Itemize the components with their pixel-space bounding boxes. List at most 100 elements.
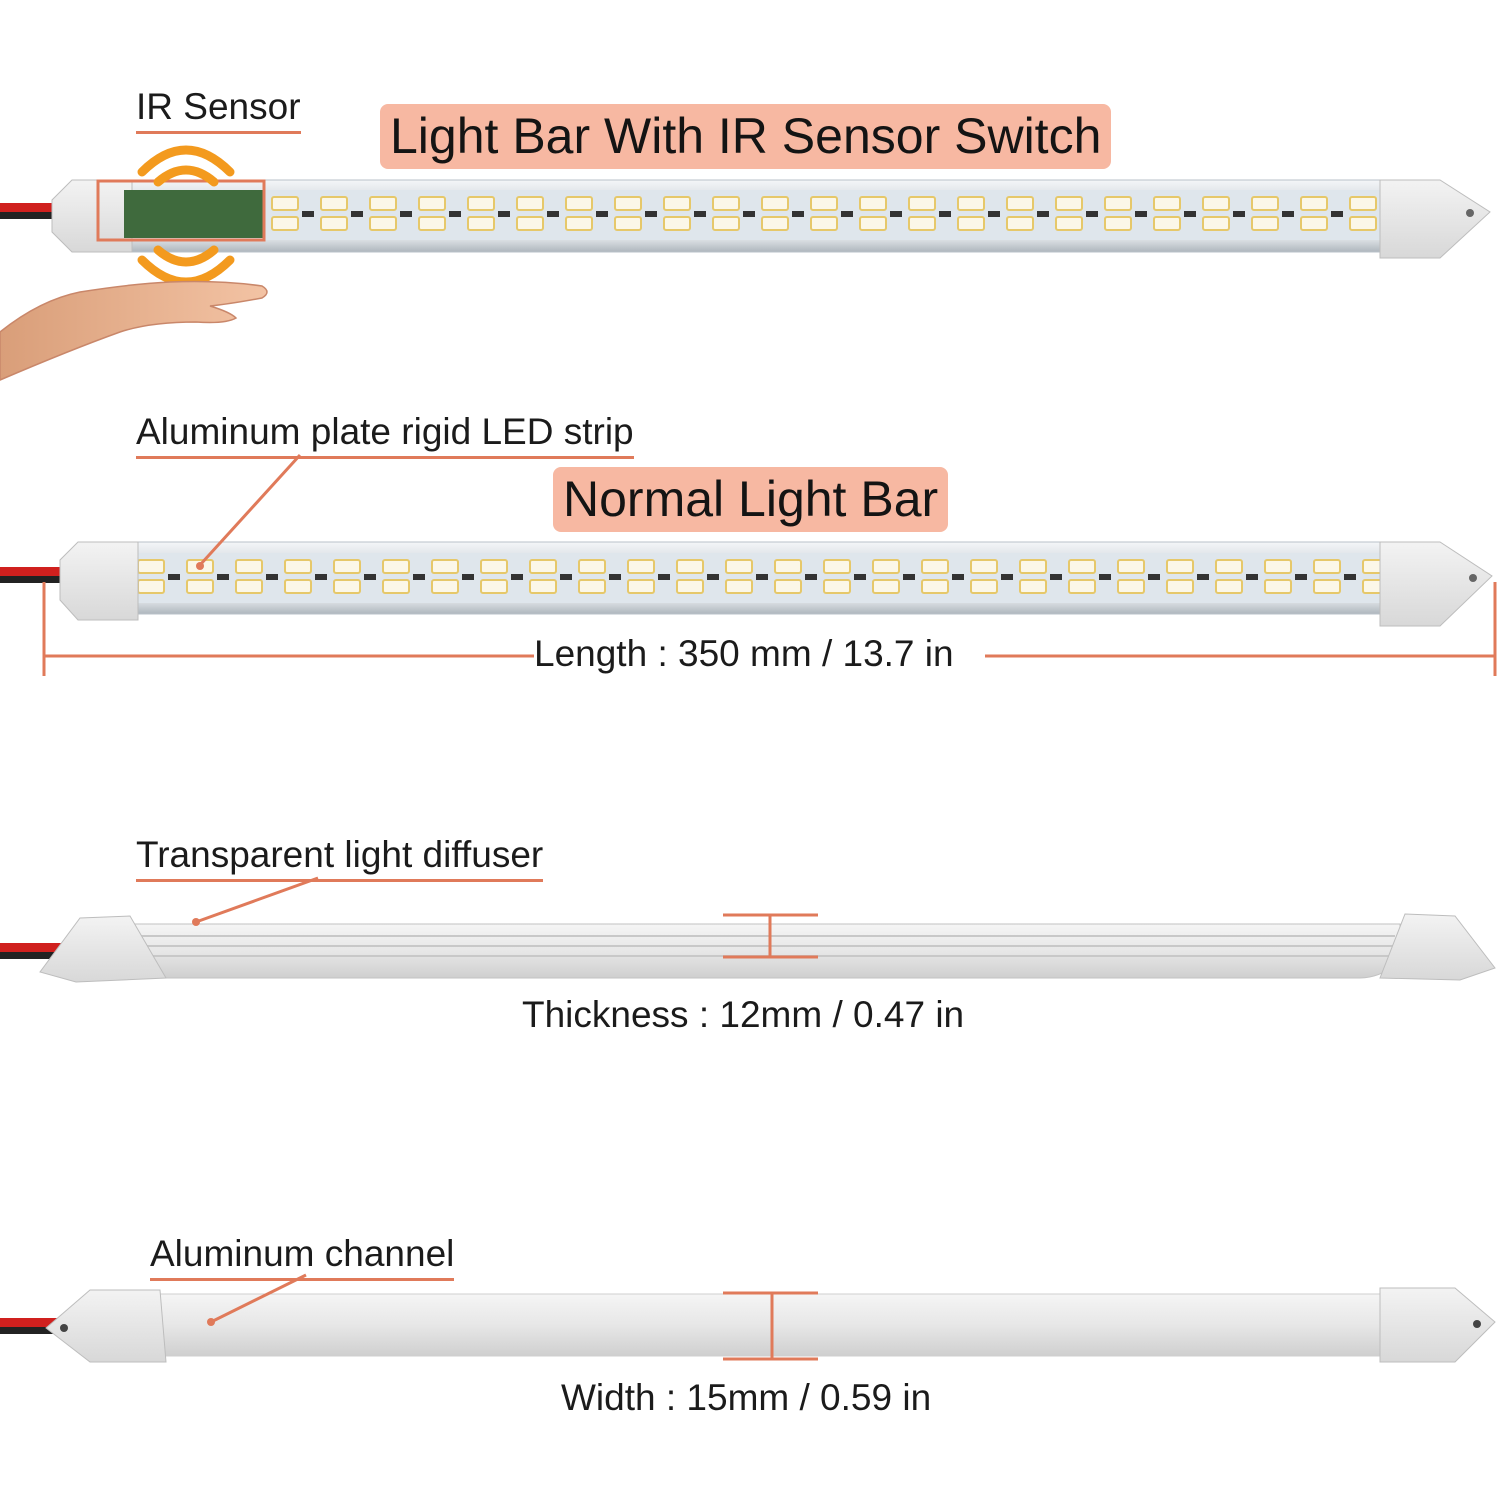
led-chip	[1019, 579, 1047, 594]
resistor	[1184, 211, 1196, 217]
led-strip-label: Aluminum plate rigid LED strip	[136, 413, 634, 459]
length-text: Length : 350 mm / 13.7 in	[534, 633, 954, 674]
led-chip	[369, 216, 397, 231]
led-chip	[1313, 559, 1341, 574]
ir-bar-title: Light Bar With IR Sensor Switch	[380, 104, 1112, 169]
thickness-text: Thickness : 12mm / 0.47 in	[522, 994, 965, 1035]
aluminum-channel-bar	[0, 1287, 1496, 1363]
end-cap-right	[1379, 1287, 1496, 1363]
end-cap-left	[39, 915, 167, 983]
led-chip	[565, 216, 593, 231]
led-chip	[565, 196, 593, 211]
led-chip	[908, 216, 936, 231]
wire-red	[0, 203, 78, 212]
resistor	[805, 574, 817, 580]
led-chip	[970, 559, 998, 574]
led-chip	[320, 216, 348, 231]
end-cap-left	[45, 1289, 167, 1363]
led-chip	[1006, 216, 1034, 231]
led-chip	[1019, 559, 1047, 574]
channel-label: Aluminum channel	[150, 1235, 455, 1281]
led-chip	[859, 196, 887, 211]
led-chip	[284, 559, 312, 574]
channel-body	[149, 1293, 1401, 1357]
resistor	[400, 211, 412, 217]
resistor	[511, 574, 523, 580]
sensor-module	[124, 190, 264, 238]
diffuser-label: Transparent light diffuser	[136, 836, 544, 882]
resistor	[939, 211, 951, 217]
ir-sensor-label: IR Sensor	[136, 88, 301, 134]
resistor	[890, 211, 902, 217]
led-chip	[284, 579, 312, 594]
resistor	[1135, 211, 1147, 217]
led-chip	[761, 196, 789, 211]
wire-black	[0, 212, 78, 219]
led-chip	[663, 196, 691, 211]
led-chip	[823, 579, 851, 594]
resistor	[1295, 574, 1307, 580]
mount-hole	[1466, 209, 1474, 217]
diffuser-body	[127, 923, 1401, 979]
ir-light-bar	[0, 179, 1491, 259]
led-chip	[418, 216, 446, 231]
end-cap-left	[59, 541, 139, 621]
resistor	[743, 211, 755, 217]
led-chip	[516, 196, 544, 211]
resistor	[645, 211, 657, 217]
wire-red	[0, 943, 80, 952]
end-cap-right	[1379, 913, 1496, 981]
wire-black	[0, 576, 82, 583]
led-chip	[1055, 196, 1083, 211]
sensor-highlight-box	[96, 179, 266, 242]
resistor	[560, 574, 572, 580]
led-chip	[1349, 216, 1377, 231]
width-text: Width : 15mm / 0.59 in	[561, 1377, 932, 1418]
resistor	[707, 574, 719, 580]
led-chip	[431, 559, 459, 574]
length-dimension	[42, 582, 1497, 676]
resistor	[1001, 574, 1013, 580]
led-chip	[1264, 579, 1292, 594]
resistor	[1148, 574, 1160, 580]
led-chip	[1104, 196, 1132, 211]
led-chip	[235, 579, 263, 594]
led-chip	[1153, 216, 1181, 231]
wire-red	[0, 1318, 60, 1327]
led-chip	[774, 579, 802, 594]
pointer-diffuser	[195, 876, 319, 924]
resistor	[1344, 574, 1356, 580]
led-chip	[467, 196, 495, 211]
led-chip	[529, 579, 557, 594]
led-chip	[957, 196, 985, 211]
led-chip	[271, 196, 299, 211]
led-chip	[823, 559, 851, 574]
led-chip	[1202, 196, 1230, 211]
led-chip	[872, 579, 900, 594]
resistor	[1086, 211, 1098, 217]
resistor	[903, 574, 915, 580]
resistor	[351, 211, 363, 217]
led-chip	[369, 196, 397, 211]
led-chip	[1251, 216, 1279, 231]
led-chip	[761, 216, 789, 231]
led-chip	[1166, 579, 1194, 594]
resistor	[658, 574, 670, 580]
resistor	[1331, 211, 1343, 217]
resistor	[217, 574, 229, 580]
pointer-dot	[192, 918, 200, 926]
led-chip	[1300, 196, 1328, 211]
resistor	[315, 574, 327, 580]
led-chip	[333, 579, 361, 594]
resistor	[1233, 211, 1245, 217]
pointer-dot	[196, 562, 204, 570]
led-chip	[1117, 559, 1145, 574]
led-chip	[480, 579, 508, 594]
led-chip	[627, 579, 655, 594]
led-chip	[516, 216, 544, 231]
led-chip	[1068, 579, 1096, 594]
led-chip	[578, 579, 606, 594]
led-row-top	[271, 196, 1392, 231]
mount-hole	[60, 1324, 68, 1332]
